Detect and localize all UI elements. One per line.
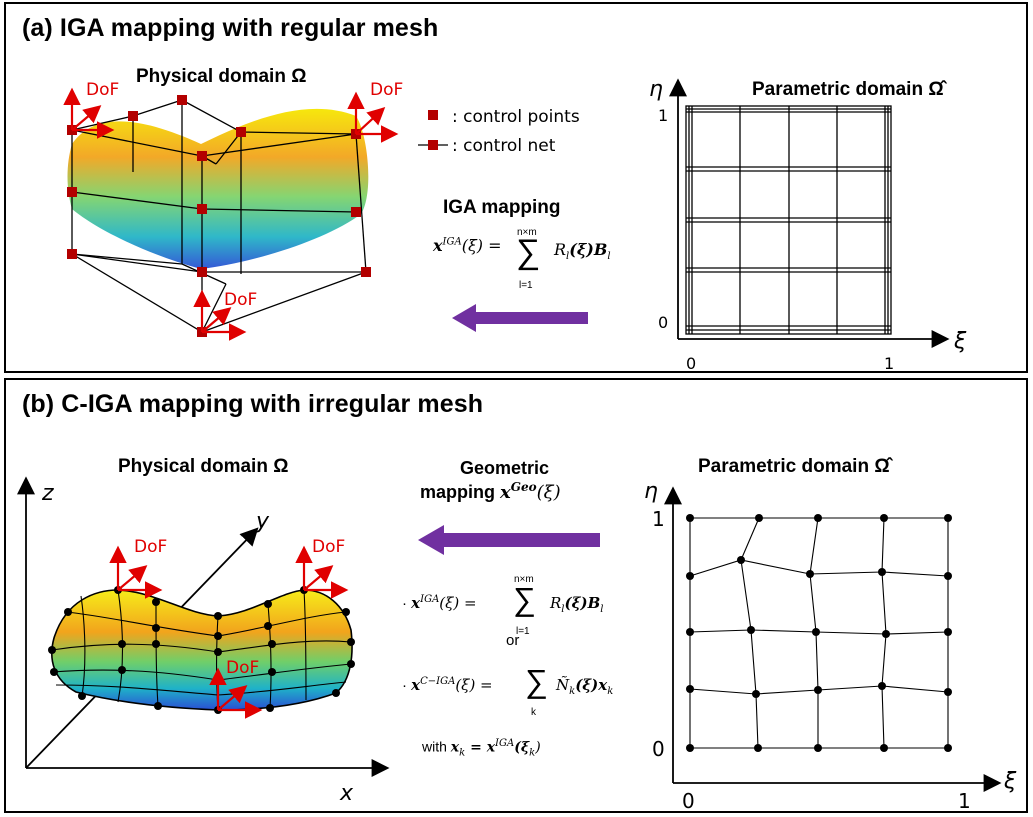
panel-a: (a) IGA mapping with regular mesh Physic… [4, 2, 1028, 373]
legend-net-label: : control net [452, 136, 556, 156]
dof-arrows-b [109, 545, 349, 719]
dof-label-a1: DoF [86, 80, 119, 100]
iga-mapping-arrow [452, 304, 588, 332]
with-relation: with xk = xIGA(ξk) [422, 738, 541, 759]
xi-axis-label-a: ξ [953, 329, 967, 354]
parametric-nodes-b [686, 514, 952, 752]
eta-axis-label-a: η [649, 77, 663, 102]
legend-net-marker [428, 140, 438, 150]
dof-label-a3: DoF [224, 290, 257, 310]
tick-x1-a: 1 [884, 354, 894, 373]
eta-axis-label-b: η [644, 479, 658, 504]
parametric-axes-a [669, 78, 950, 348]
parametric-grid-a [685, 105, 892, 335]
sum-bottom-b2: k [531, 707, 536, 718]
panel-b-title: (b) C-IGA mapping with irregular mesh [22, 390, 484, 418]
tick-x1-b: 1 [958, 789, 971, 813]
physical-domain-label-b: Physical domain Ω [118, 456, 289, 477]
tick-y0-b: 0 [652, 737, 665, 761]
c-iga-formula-2: · xC−IGA(ξ) = [402, 676, 493, 694]
legend-points-label: : control points [452, 107, 580, 127]
sum-sign-b2: ∑ [525, 663, 548, 699]
tick-x0-a: 0 [686, 354, 696, 373]
iga-formula-term-a: Rl(ξ)Bl [554, 240, 611, 263]
sum-bottom-b1: l=1 [516, 626, 530, 637]
physical-domain-label-a: Physical domain Ω [136, 66, 307, 87]
panel-b: (b) C-IGA mapping with irregular mesh Ph… [4, 378, 1028, 813]
c-iga-formula-1-term: Rl(ξ)Bl [550, 594, 604, 615]
x-axis-label: x [339, 781, 354, 806]
parametric-domain-label-b: Parametric domain Ω̂ [698, 456, 890, 477]
dof-label-b3: DoF [226, 658, 259, 678]
panel-a-title: (a) IGA mapping with regular mesh [22, 14, 439, 42]
dof-label-a2: DoF [370, 80, 403, 100]
dof-label-b1: DoF [134, 537, 167, 557]
tick-y1-b: 1 [652, 507, 665, 531]
dof-label-b2: DoF [312, 537, 345, 557]
sum-sign-a: ∑ [516, 233, 541, 271]
c-iga-formula-2-term: Ñk(ξ)xk [556, 676, 614, 697]
geo-mapping-title-1: Geometric [460, 458, 550, 478]
geo-mapping-arrow [418, 525, 600, 555]
tick-y1-a: 1 [658, 106, 668, 125]
parametric-domain-label-a: Parametric domain Ω̂ [752, 79, 944, 100]
legend-point-marker [428, 110, 438, 120]
sum-top-a: n×m [517, 227, 537, 238]
c-iga-formula-1: · xIGA(ξ) = [402, 594, 477, 612]
panel-a-graphics: DoF DoF DoF : control points : control n… [63, 77, 967, 373]
tick-y0-a: 0 [658, 313, 668, 332]
dof-arrows-a [63, 87, 399, 341]
parametric-axes-b [664, 486, 1002, 792]
z-axis-label: z [41, 481, 54, 506]
sum-bottom-a: l=1 [519, 280, 533, 291]
geo-mapping-title-2: mapping xGeo(ξ) [420, 480, 561, 503]
xi-axis-label-b: ξ [1003, 769, 1017, 794]
iga-formula-a: xIGA(ξ) = [433, 236, 502, 255]
panel-b-graphics: z y x [17, 476, 1017, 813]
iga-mapping-title: IGA mapping [443, 197, 561, 218]
y-axis-label: y [255, 509, 270, 534]
or-label: or [506, 632, 520, 649]
sum-top-b1: n×m [514, 574, 534, 585]
sum-sign-b1: ∑ [513, 581, 536, 617]
iga-surface [67, 108, 369, 269]
tick-x0-b: 0 [682, 789, 695, 813]
